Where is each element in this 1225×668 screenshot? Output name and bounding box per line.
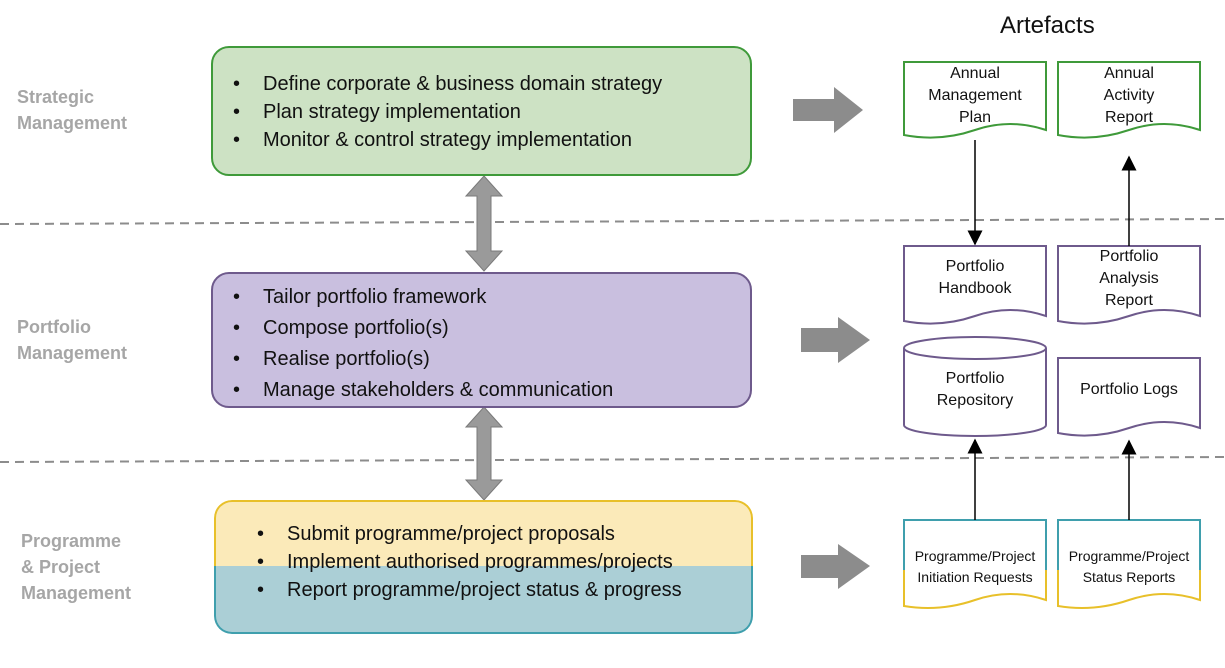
portfolio-task: Tailor portfolio framework xyxy=(233,282,750,313)
programme-project-management-box: Submit programme/project proposals Imple… xyxy=(214,500,753,634)
strategic-task: Plan strategy implementation xyxy=(233,98,750,126)
strategic-task: Monitor & control strategy implementatio… xyxy=(233,126,750,154)
doc-status-reports-bottom xyxy=(1057,570,1201,609)
portfolio-management-box: Tailor portfolio framework Compose portf… xyxy=(211,272,752,408)
right-arrow-strategic xyxy=(793,87,863,133)
portfolio-analysis-report-label: Portfolio Analysis Report xyxy=(1099,248,1159,309)
right-arrow-portfolio xyxy=(801,317,870,363)
doc-annual-management-plan xyxy=(903,61,1047,139)
portfolio-repository-label: Portfolio Repository xyxy=(936,370,1014,409)
separator-line-top xyxy=(0,218,1225,225)
portfolio-task: Compose portfolio(s) xyxy=(233,313,750,344)
status-reports-label: Programme/Project Status Reports xyxy=(1068,548,1190,585)
double-arrow-portfolio-programme xyxy=(464,406,504,501)
initiation-requests-label: Programme/Project Initiation Requests xyxy=(914,548,1036,585)
double-arrow-strategic-portfolio xyxy=(464,175,504,272)
strategic-task-list: Define corporate & business domain strat… xyxy=(233,70,750,154)
portfolio-task: Manage stakeholders & communication xyxy=(233,375,750,406)
layer-label-portfolio: Portfolio Management xyxy=(17,317,128,363)
doc-portfolio-logs xyxy=(1057,357,1201,437)
separator-line-bottom xyxy=(0,456,1225,463)
doc-portfolio-analysis-report xyxy=(1057,245,1201,325)
strategic-task: Define corporate & business domain strat… xyxy=(233,70,750,98)
layer-label-strategic: Strategic Management xyxy=(17,87,128,133)
portfolio-task: Realise portfolio(s) xyxy=(233,344,750,375)
doc-portfolio-handbook xyxy=(903,245,1047,325)
right-arrow-programme xyxy=(801,544,870,589)
programme-box-border-bottom xyxy=(214,566,753,634)
programme-task-list: Submit programme/project proposals Imple… xyxy=(257,520,682,604)
portfolio-handbook-label: Portfolio Handbook xyxy=(938,258,1012,297)
programme-task: Implement authorised programmes/projects xyxy=(257,548,682,576)
layer-label-programme: Programme & Project Management xyxy=(21,531,132,603)
portfolio-task-list: Tailor portfolio framework Compose portf… xyxy=(233,282,750,406)
annual-management-plan-label: Annual Management Plan xyxy=(928,65,1022,126)
artefacts-title: Artefacts xyxy=(1000,12,1095,39)
portfolio-logs-label: Portfolio Logs xyxy=(1080,381,1178,398)
doc-annual-activity-report xyxy=(1057,61,1201,139)
strategic-management-box: Define corporate & business domain strat… xyxy=(211,46,752,176)
cylinder-portfolio-repository xyxy=(903,336,1047,437)
programme-task: Submit programme/project proposals xyxy=(257,520,682,548)
annual-activity-report-label: Annual Activity Report xyxy=(1103,65,1155,126)
programme-box-border-top xyxy=(214,500,753,580)
doc-initiation-requests-bottom xyxy=(903,570,1047,609)
programme-task: Report programme/project status & progre… xyxy=(257,576,682,604)
